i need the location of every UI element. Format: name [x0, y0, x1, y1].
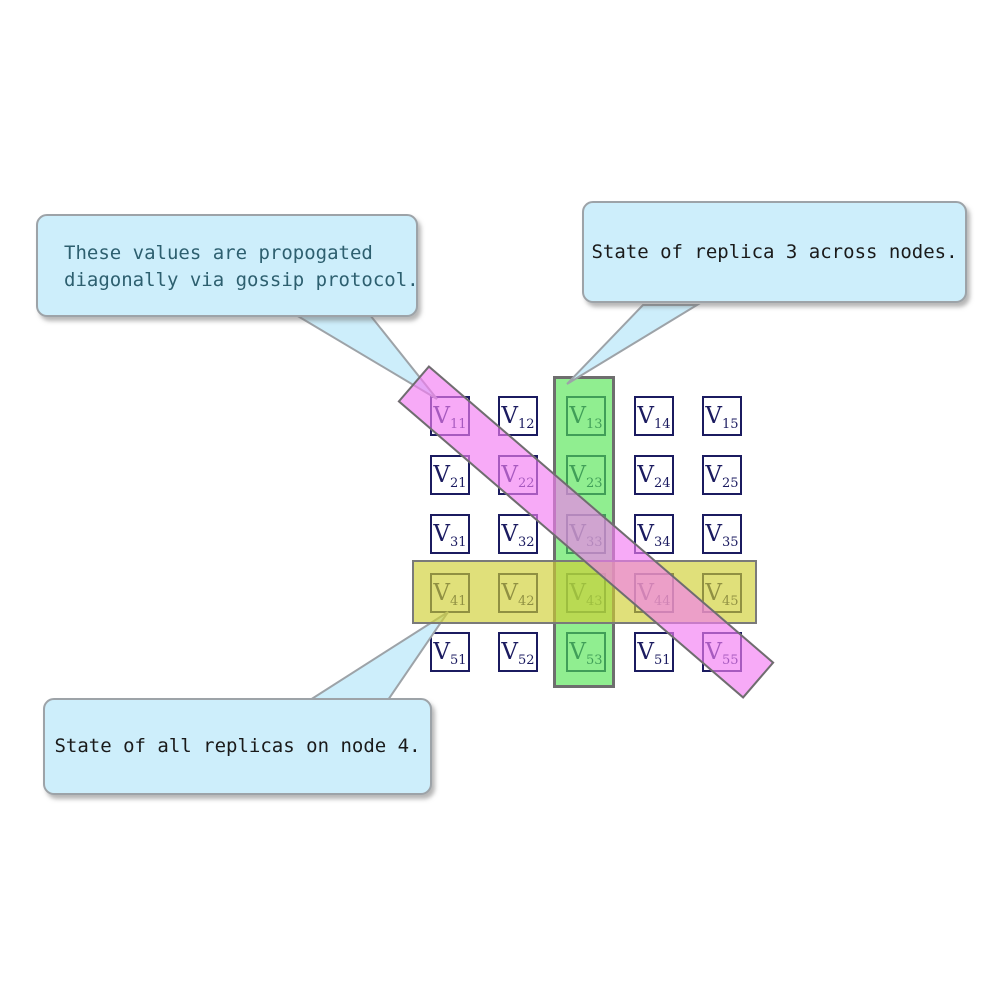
callout-replica-bubble: State of replica 3 across nodes.	[582, 201, 967, 303]
cell-value-label: V	[705, 520, 723, 547]
cell-value-subscript: 25	[722, 475, 739, 491]
cell-value-label: V	[501, 638, 519, 665]
cell-value-subscript: 12	[518, 416, 535, 432]
cell-value-subscript: 51	[450, 652, 467, 668]
cell-value-subscript: 31	[450, 534, 467, 550]
cell-value-label: V	[501, 520, 519, 547]
cell-value-label: V	[637, 461, 655, 488]
callout-gossip-text-line2: diagonally via gossip protocol.	[64, 269, 419, 291]
cell-value-subscript: 34	[654, 534, 671, 550]
callout-node-tail	[306, 611, 449, 701]
cell-value-subscript: 35	[722, 534, 739, 550]
cell-value-label: V	[637, 402, 655, 429]
cell-value-subscript: 32	[518, 534, 535, 550]
cell-value-label: V	[637, 638, 655, 665]
callout-replica-tail	[566, 304, 701, 385]
callout-node-bubble: State of all replicas on node 4.	[43, 698, 432, 795]
cell-value-label: V	[433, 638, 451, 665]
cell-value-subscript: 21	[450, 475, 467, 491]
cell-value-subscript: 51	[654, 652, 671, 668]
cell-value-label: V	[705, 461, 723, 488]
cell-value-subscript: 24	[654, 475, 671, 491]
cell-value-subscript: 52	[518, 652, 535, 668]
callout-gossip-text-line1: These values are propogated	[64, 242, 373, 264]
callout-node-text: State of all replicas on node 4.	[54, 735, 421, 757]
cell-value-label: V	[433, 520, 451, 547]
callout-replica-text: State of replica 3 across nodes.	[591, 240, 958, 263]
cell-value-subscript: 14	[654, 416, 671, 432]
cell-value-label: V	[501, 402, 519, 429]
callout-gossip-bubble: These values are propogated diagonally v…	[36, 214, 419, 317]
cell-value-subscript: 15	[722, 416, 739, 432]
cell-value-label: V	[705, 402, 723, 429]
cell-value-label: V	[637, 520, 655, 547]
cell-value-label: V	[433, 461, 451, 488]
